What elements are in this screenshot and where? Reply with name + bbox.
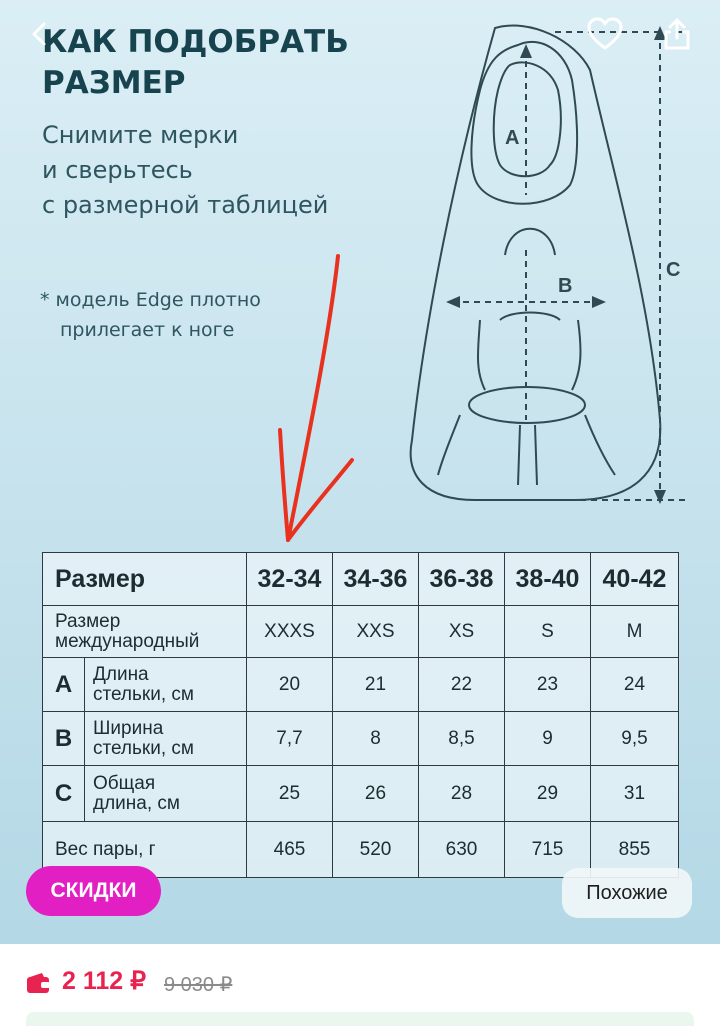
weight-value: 465 [246, 821, 333, 878]
row-letter: A [42, 657, 85, 712]
similar-button[interactable]: Похожие [562, 868, 692, 918]
intl-value: S [504, 605, 591, 658]
chevron-left-icon [32, 22, 46, 46]
row-label-line-2: стельки, см [93, 683, 194, 705]
row-label-line-2: стельки, см [93, 737, 194, 759]
intl-label-line-2: международный [55, 630, 200, 652]
size-col-2: 34-36 [332, 552, 419, 606]
heel-line [476, 319, 486, 391]
table-header-row: Размер 32-34 34-36 36-38 38-40 40-42 [42, 552, 679, 606]
arrowhead-b-right [592, 296, 606, 308]
row-label-line-1: Ширина [93, 717, 164, 739]
cell-value: 8 [332, 711, 419, 766]
heel-line-right [571, 319, 582, 391]
row-label-line-2: длина, см [93, 792, 180, 814]
arrowhead-b-left [446, 296, 460, 308]
table-row: Размер международный XXXS XXS XS S M [42, 605, 679, 658]
row-label-line-1: Длина [93, 663, 149, 685]
back-button[interactable] [18, 12, 62, 56]
size-table: Размер 32-34 34-36 36-38 38-40 40-42 Раз… [42, 552, 679, 878]
cell-value: 9 [504, 711, 591, 766]
row-letter: C [42, 765, 85, 822]
cell-value: 28 [418, 765, 505, 822]
intl-label-line-1: Размер [55, 610, 121, 632]
table-row: B Ширина стельки, см 7,7 8 8,5 9 9,5 [42, 711, 679, 766]
arrowhead-c-bottom [654, 490, 666, 504]
cell-value: 31 [590, 765, 679, 822]
cell-value: 25 [246, 765, 333, 822]
intl-size-label: Размер международный [42, 605, 247, 658]
intl-value: XXXS [246, 605, 333, 658]
rail-left [437, 414, 461, 476]
discounts-badge[interactable]: СКИДКИ [26, 866, 161, 916]
cell-value: 24 [590, 657, 679, 712]
subtitle-line-1: Снимите мерки [42, 121, 239, 149]
intl-value: M [590, 605, 679, 658]
price-bar: 2 112 ₽ 9 030 ₽ [0, 944, 720, 1026]
heart-icon [587, 17, 623, 50]
row-label: Длина стельки, см [84, 657, 247, 712]
table-row: A Длина стельки, см 20 21 22 23 24 [42, 657, 679, 712]
arrowhead-a-top [520, 44, 532, 58]
share-button[interactable] [655, 12, 699, 56]
arrow-shaft [286, 254, 340, 542]
rail-center [517, 424, 538, 486]
row-letter: B [42, 711, 85, 766]
fin-diagram: A B C [409, 24, 690, 504]
cell-value: 9,5 [590, 711, 679, 766]
row-label: Ширина стельки, см [84, 711, 247, 766]
size-col-1: 32-34 [246, 552, 333, 606]
share-icon [664, 18, 690, 50]
weight-value: 630 [418, 821, 505, 878]
current-price: 2 112 ₽ [62, 967, 147, 995]
size-col-4: 38-40 [504, 552, 591, 606]
foot-pocket-top [470, 40, 579, 205]
rail-right [584, 414, 616, 476]
label-b: B [558, 275, 572, 297]
size-col-3: 36-38 [418, 552, 505, 606]
cell-value: 20 [246, 657, 333, 712]
note-line-1: * модель Edge плотно [40, 289, 261, 311]
wallet-icon [27, 973, 50, 993]
favorite-button[interactable] [583, 12, 627, 56]
size-header-label: Размер [42, 552, 247, 606]
cell-value: 8,5 [418, 711, 505, 766]
cell-value: 26 [332, 765, 419, 822]
title-line-2: РАЗМЕР [42, 65, 186, 101]
fit-note: * модель Edge плотно прилегает к ноге [40, 285, 340, 345]
intl-value: XS [418, 605, 505, 658]
row-label-line-1: Общая [93, 772, 156, 794]
table-row: C Общая длина, см 25 26 28 29 31 [42, 765, 679, 822]
label-c: C [666, 259, 680, 281]
intl-value: XXS [332, 605, 419, 658]
subtitle: Снимите мерки и сверьтесь с размерной та… [42, 118, 422, 223]
page-title: КАК ПОДОБРАТЬ РАЗМЕР [42, 22, 349, 104]
size-col-5: 40-42 [590, 552, 679, 606]
fin-outline [409, 24, 662, 501]
arrow-head [278, 428, 354, 542]
strap-bottom [499, 311, 561, 321]
strap-top [504, 227, 556, 256]
cell-value: 7,7 [246, 711, 333, 766]
subtitle-line-2: и сверьтесь [42, 156, 193, 184]
cell-value: 29 [504, 765, 591, 822]
foot-pocket-inner [492, 61, 562, 178]
label-a: A [505, 127, 519, 149]
weight-value: 520 [332, 821, 419, 878]
title-line-1: КАК ПОДОБРАТЬ [42, 24, 349, 60]
red-arrow-annotation [278, 254, 354, 542]
cell-value: 22 [418, 657, 505, 712]
cell-value: 21 [332, 657, 419, 712]
cell-value: 23 [504, 657, 591, 712]
row-label: Общая длина, см [84, 765, 247, 822]
bottom-panel-edge [26, 1012, 694, 1026]
note-line-2: прилегает к ноге [60, 319, 235, 341]
product-image[interactable]: КАК ПОДОБРАТЬ РАЗМЕР Снимите мерки и све… [0, 0, 720, 944]
old-price: 9 030 ₽ [164, 974, 233, 996]
subtitle-line-3: с размерной таблицей [42, 191, 329, 219]
arrowhead-c-top [654, 26, 666, 40]
